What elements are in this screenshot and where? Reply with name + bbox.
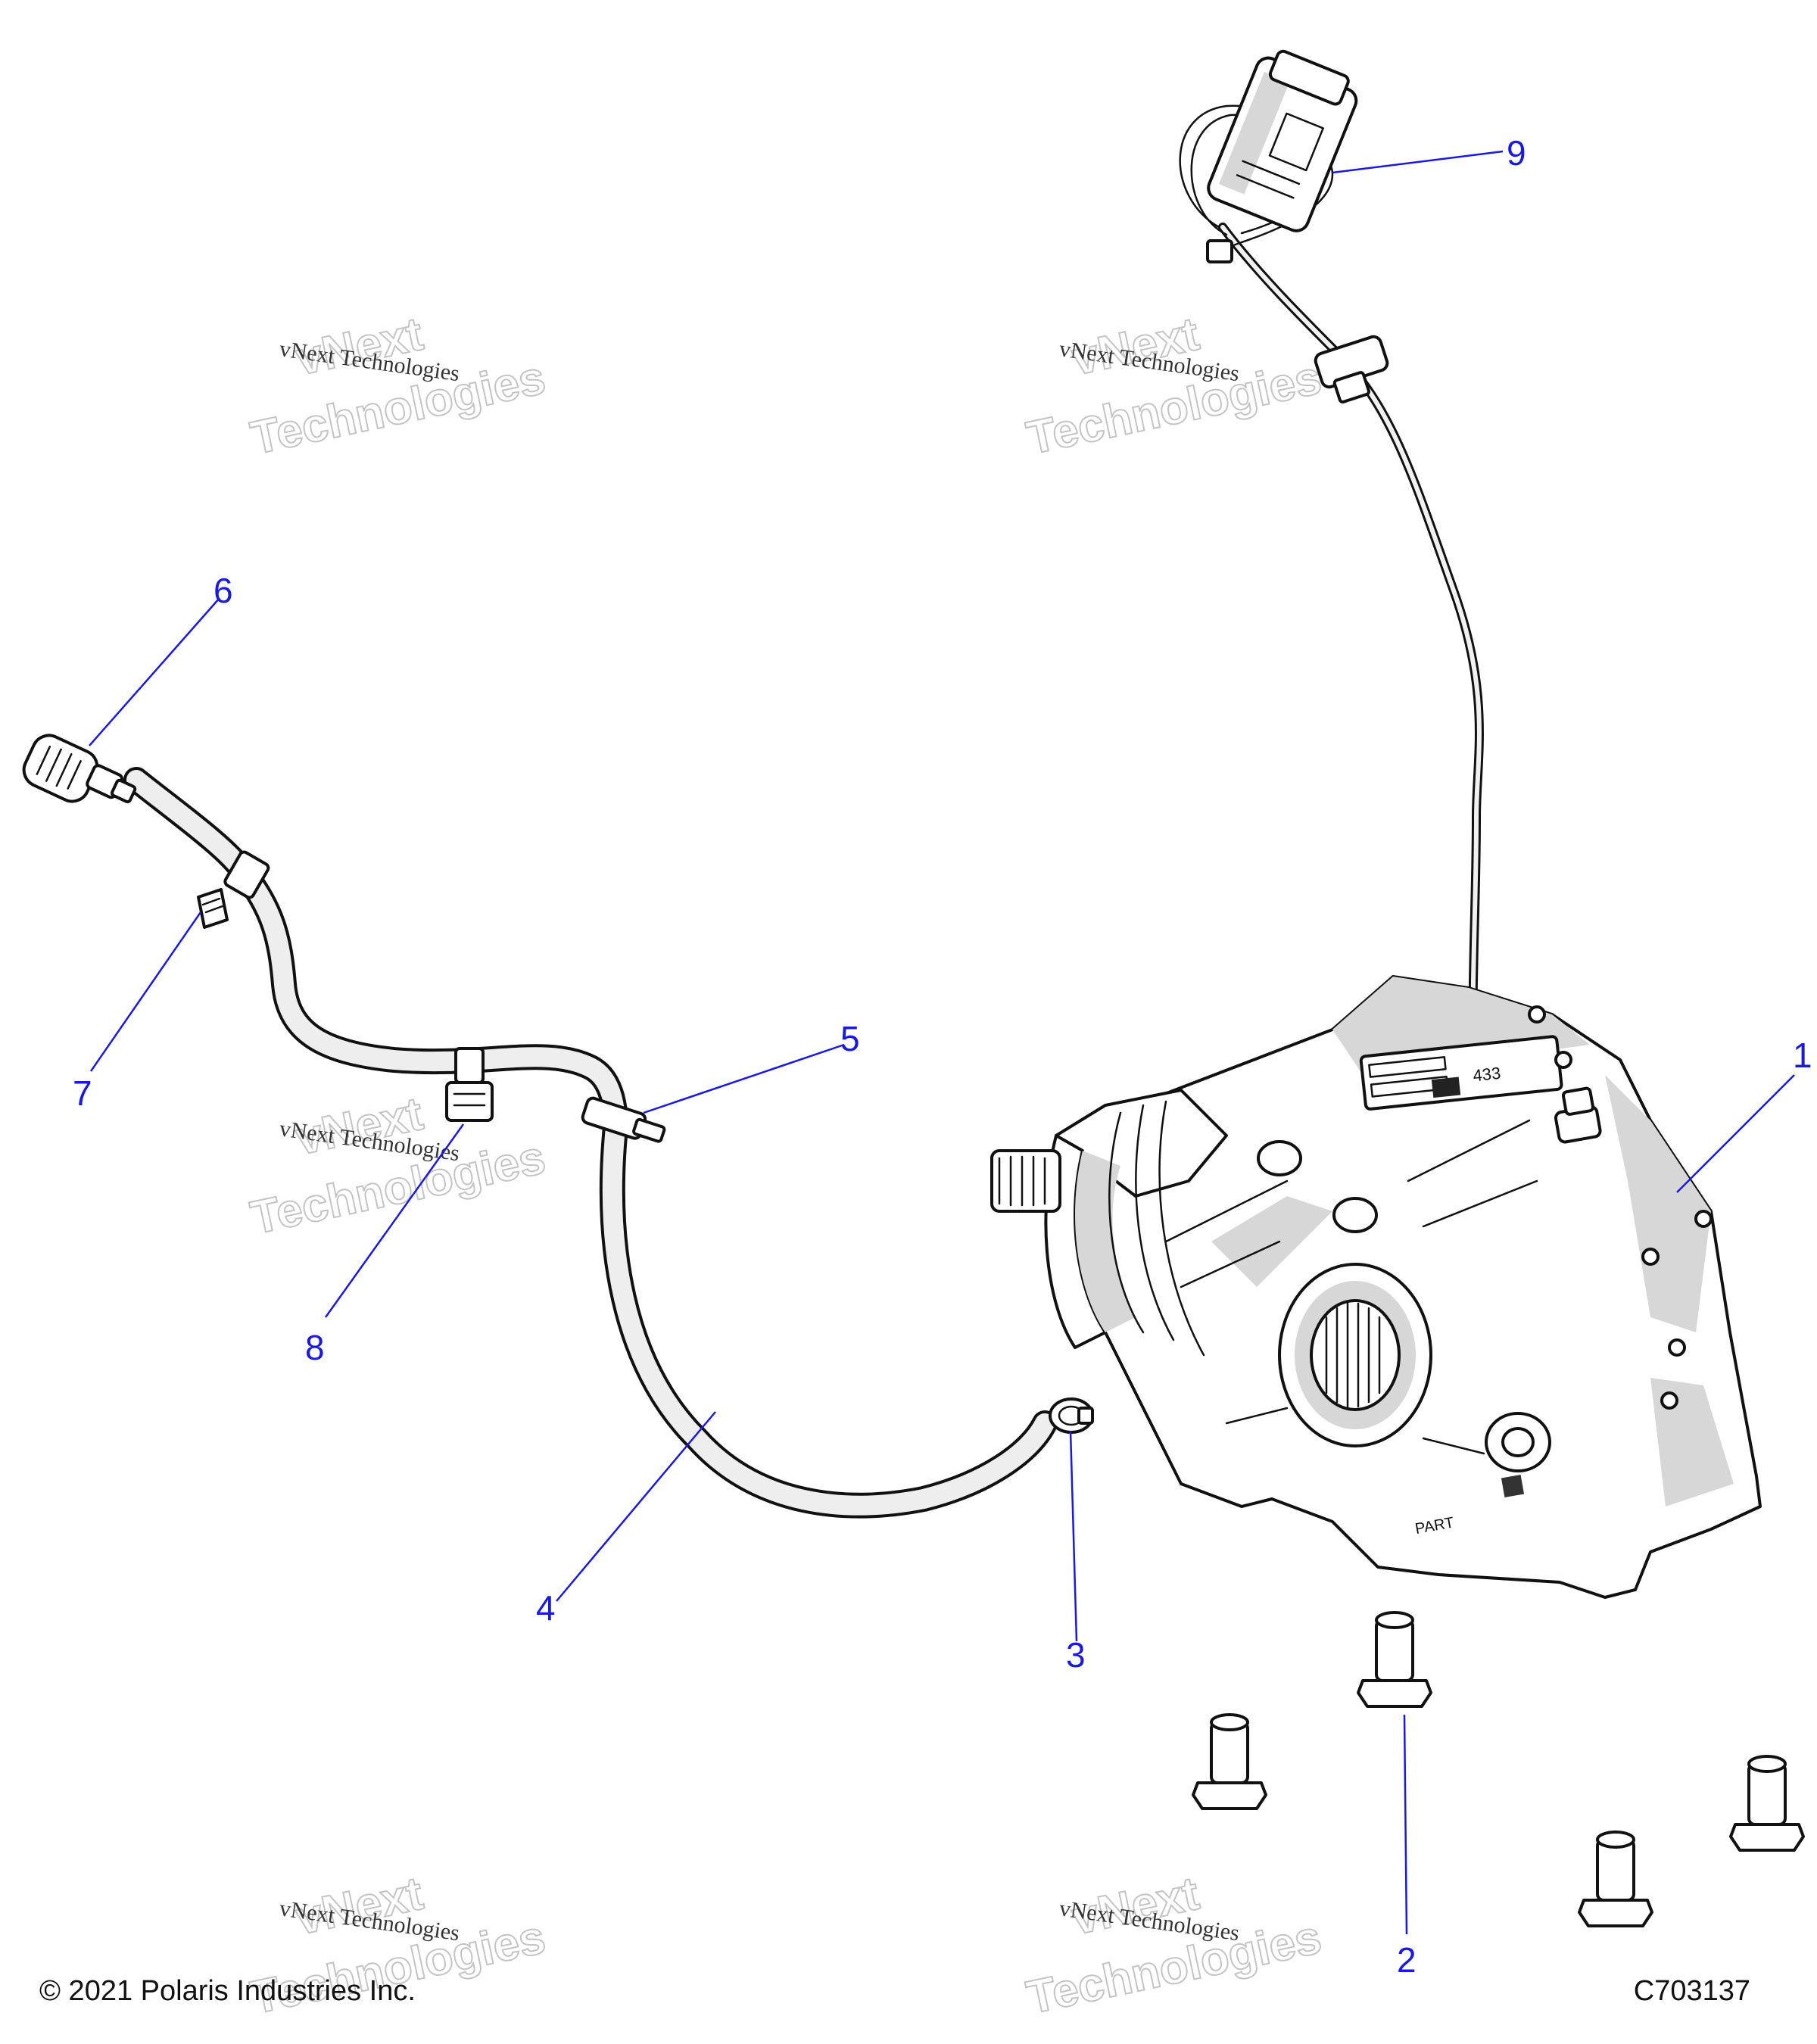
callout-4[interactable]: 4 bbox=[536, 1588, 556, 1628]
leader-lines bbox=[89, 150, 1795, 1935]
part-3-hose-clamp bbox=[1049, 1397, 1094, 1434]
housing-top-label: 433 bbox=[1472, 1064, 1501, 1086]
callout-6[interactable]: 6 bbox=[213, 571, 233, 610]
bolt bbox=[1729, 1755, 1805, 1852]
callout-7[interactable]: 7 bbox=[73, 1073, 92, 1113]
callout-2[interactable]: 2 bbox=[1397, 1940, 1417, 1980]
part-7-hose-clip bbox=[197, 850, 270, 929]
part-1-gearcase-housing: 433 PART bbox=[990, 975, 1762, 1599]
leader-8 bbox=[324, 1123, 465, 1318]
callout-3[interactable]: 3 bbox=[1066, 1635, 1086, 1675]
leader-5 bbox=[643, 1043, 845, 1114]
leader-3 bbox=[1069, 1430, 1078, 1642]
bolt bbox=[1357, 1611, 1432, 1708]
part-2-mounting-bolts bbox=[1192, 1611, 1805, 1927]
part-4-vent-hose bbox=[123, 767, 1058, 1519]
part-8-hose-clamp bbox=[445, 1047, 494, 1122]
leader-9 bbox=[1332, 150, 1504, 174]
bolt bbox=[1578, 1831, 1653, 1927]
part-9-sensor-harness bbox=[1179, 49, 1484, 1064]
copyright-notice: © 2021 Polaris Industries Inc. bbox=[39, 1975, 416, 2007]
leader-6 bbox=[89, 597, 220, 746]
leader-2 bbox=[1403, 1714, 1408, 1935]
bolt bbox=[1192, 1713, 1267, 1810]
part-5-tie-strap bbox=[581, 1096, 666, 1143]
leader-7 bbox=[89, 911, 202, 1072]
callout-9[interactable]: 9 bbox=[1507, 133, 1526, 173]
callout-5[interactable]: 5 bbox=[840, 1019, 860, 1058]
callout-8[interactable]: 8 bbox=[305, 1328, 325, 1367]
leader-1 bbox=[1676, 1074, 1795, 1193]
part-6-vent-cap bbox=[22, 734, 137, 804]
leader-4 bbox=[556, 1411, 716, 1602]
callout-1[interactable]: 1 bbox=[1793, 1036, 1812, 1075]
drawing-number: C703137 bbox=[1633, 1975, 1750, 2007]
